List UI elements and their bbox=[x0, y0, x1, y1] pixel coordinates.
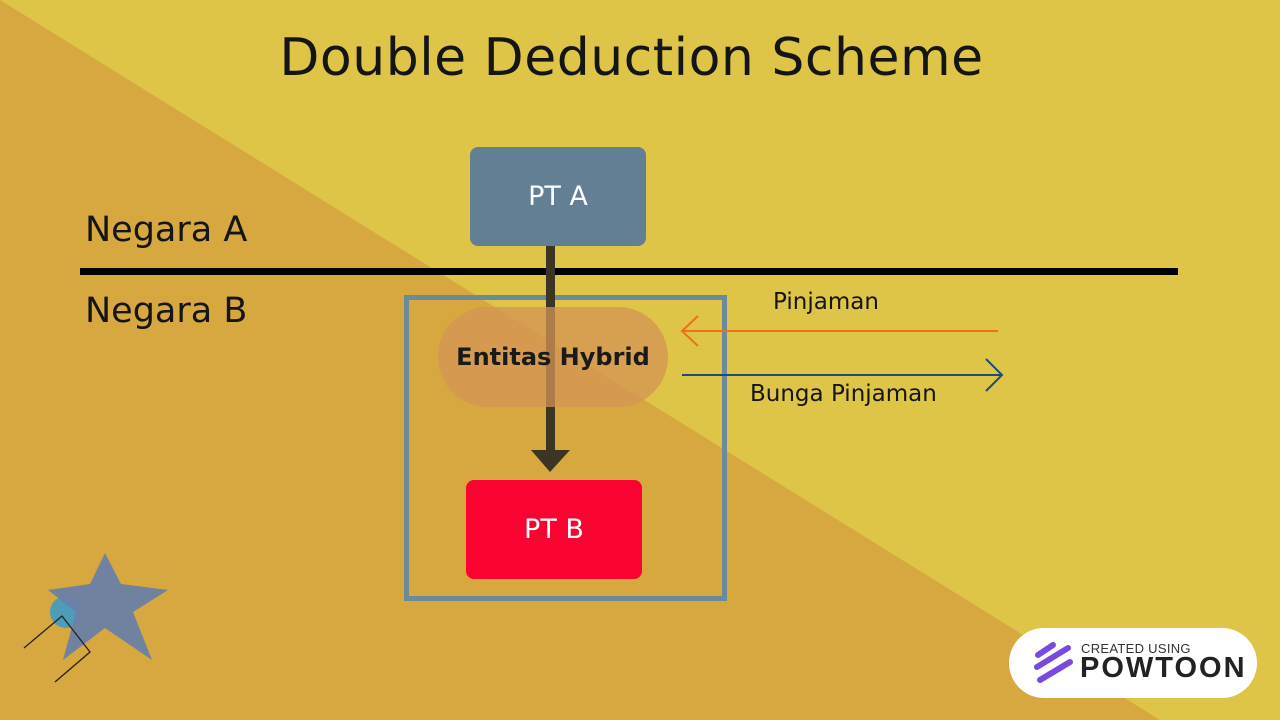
pt-b-box: PT B bbox=[466, 480, 642, 579]
interest-label: Bunga Pinjaman bbox=[750, 381, 937, 407]
country-a-label: Negara A bbox=[85, 210, 248, 250]
powtoon-badge-wordmark: POWTOON bbox=[1080, 652, 1247, 684]
powtoon-badge-caption: CREATED USING bbox=[1081, 641, 1191, 656]
country-border-line bbox=[80, 268, 1178, 275]
hybrid-entity: Entitas Hybrid bbox=[438, 307, 668, 407]
country-b-group-frame bbox=[404, 295, 727, 601]
pt-a-box: PT A bbox=[470, 147, 646, 246]
loan-label: Pinjaman bbox=[773, 289, 879, 315]
slide-title: Double Deduction Scheme bbox=[279, 28, 984, 88]
country-b-label: Negara B bbox=[85, 291, 248, 331]
